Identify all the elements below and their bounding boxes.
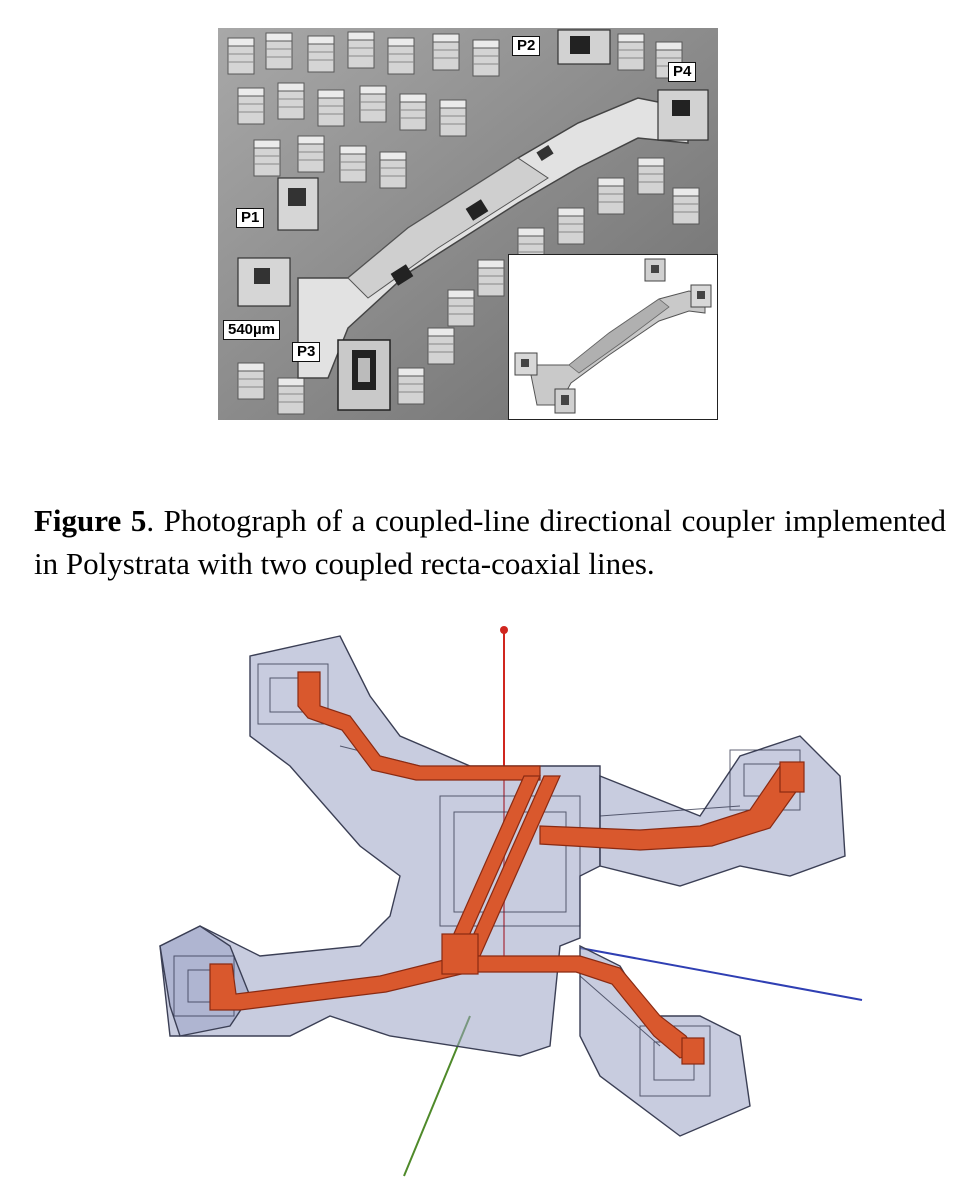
port-label-p1: P1 [236, 208, 265, 228]
figure-label: Figure 5 [34, 503, 147, 538]
simulation-model [140, 616, 870, 1182]
inset-coupler [514, 258, 712, 414]
simulation-model-drawing [159, 626, 863, 1177]
coupler-structure [237, 29, 709, 411]
port-label-p2: P2 [512, 36, 541, 56]
axis-blue [579, 947, 863, 1001]
coupler-photograph: P1 P2 P3 P4 540µm [218, 28, 718, 420]
center-conductors [209, 671, 805, 1065]
axis-red-marker [500, 626, 508, 634]
inset-image [508, 254, 718, 420]
scale-label: 540µm [223, 320, 281, 340]
figure-caption: Figure 5. Photograph of a coupled-line d… [34, 499, 946, 585]
port-label-p4: P4 [668, 62, 697, 82]
caption-text: . Photograph of a coupled-line direction… [34, 503, 947, 581]
port-label-p3: P3 [292, 342, 321, 362]
